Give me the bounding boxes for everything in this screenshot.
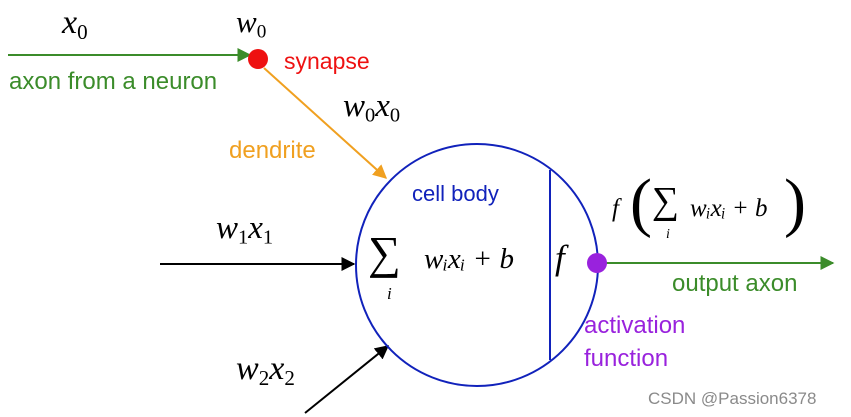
output-close-paren: ): [784, 166, 806, 239]
output-expression: wᵢxᵢ + b: [690, 195, 768, 222]
label-w0x0: w0x0: [343, 88, 401, 127]
label-cell-body: cell body: [412, 181, 499, 206]
dendrite-arrow: [263, 67, 388, 179]
output-open-paren: (: [630, 166, 652, 239]
label-activation: activation: [584, 312, 686, 339]
label-function: function: [584, 345, 669, 372]
output-f: f: [612, 195, 619, 222]
label-dendrite: dendrite: [229, 137, 316, 164]
sum-index: i: [387, 284, 392, 303]
label-w0: w0: [236, 4, 267, 43]
label-output-axon: output axon: [672, 270, 798, 297]
output-sigma: ∑: [652, 180, 680, 222]
sum-sigma: ∑: [368, 227, 401, 278]
label-axon-from-neuron: axon from a neuron: [9, 68, 218, 95]
output-index: i: [666, 227, 670, 242]
label-w1x1: w1x1: [216, 210, 274, 249]
label-w2x2: w2x2: [236, 350, 295, 390]
sum-expression: wᵢxᵢ + b: [424, 243, 514, 275]
synapse-dot: [248, 49, 268, 69]
watermark: CSDN @Passion6378: [648, 389, 817, 408]
label-synapse: synapse: [284, 48, 370, 74]
activation-f: f: [555, 238, 565, 277]
input-arrow-2: [304, 345, 390, 414]
activation-dot: [587, 253, 607, 273]
label-x0: x0: [62, 4, 88, 44]
